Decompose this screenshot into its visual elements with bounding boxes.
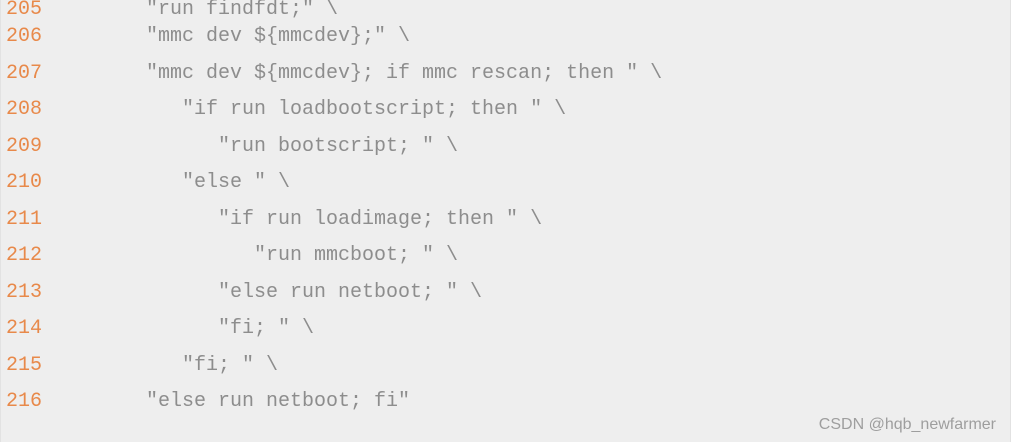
code-lines: 205 "run findfdt;" \ 206 "mmc dev ${mmcd…: [1, 0, 1010, 421]
code-line: 208 "if run loadbootscript; then " \: [1, 92, 1010, 129]
line-code: "else " \: [146, 171, 291, 194]
line-number: 213: [6, 280, 43, 304]
line-code: "fi; " \: [146, 317, 315, 340]
line-code: "if run loadbootscript; then " \: [146, 98, 567, 121]
code-line: 214 "fi; " \: [1, 311, 1010, 348]
code-line: 210 "else " \: [1, 165, 1010, 202]
code-line: 212 "run mmcboot; " \: [1, 238, 1010, 275]
watermark: CSDN @hqb_newfarmer: [818, 416, 996, 433]
line-number: 210: [6, 171, 43, 194]
code-line: 206 "mmc dev ${mmcdev};" \: [1, 19, 1010, 56]
line-number: 215: [6, 353, 43, 377]
line-number: 211: [6, 207, 43, 231]
line-number: 208: [6, 98, 43, 121]
code-line: 211 "if run loadimage; then " \: [1, 202, 1010, 239]
line-number: 214: [6, 317, 43, 340]
code-line: 213 "else run netboot; " \: [1, 275, 1010, 312]
line-code: "else run netboot; " \: [146, 280, 483, 304]
code-line: 216 "else run netboot; fi": [1, 384, 1010, 421]
code-line: 205 "run findfdt;" \: [1, 0, 1010, 21]
line-number: 206: [6, 25, 43, 48]
line-code: "mmc dev ${mmcdev}; if mmc rescan; then …: [146, 61, 663, 85]
line-number: 212: [6, 244, 43, 267]
line-number: 207: [6, 61, 43, 85]
line-code: "run mmcboot; " \: [146, 244, 459, 267]
line-number: 209: [6, 134, 43, 158]
line-code: "if run loadimage; then " \: [146, 207, 543, 231]
line-code: "run findfdt;" \: [146, 0, 339, 21]
line-code: "fi; " \: [146, 353, 279, 377]
line-code: "else run netboot; fi": [146, 390, 411, 413]
line-number: 205: [6, 0, 43, 21]
line-code: "run bootscript; " \: [146, 134, 459, 158]
line-code: "mmc dev ${mmcdev};" \: [146, 25, 411, 48]
line-number: 216: [6, 390, 43, 413]
code-line: 215 "fi; " \: [1, 348, 1010, 385]
code-line: 209 "run bootscript; " \: [1, 129, 1010, 166]
code-line: 207 "mmc dev ${mmcdev}; if mmc rescan; t…: [1, 56, 1010, 93]
